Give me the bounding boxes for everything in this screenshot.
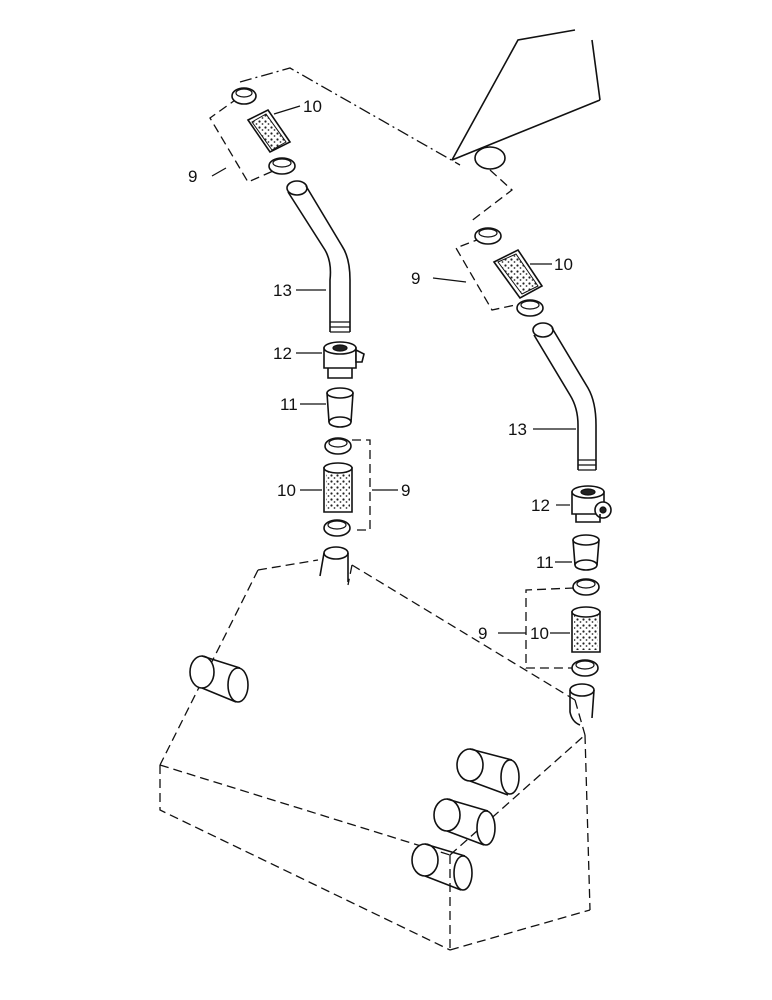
nipple-right-11 xyxy=(572,534,600,571)
bent-pipe-right xyxy=(532,322,597,471)
filter-right xyxy=(571,606,601,653)
callout-9-left: 9 xyxy=(401,481,410,500)
hose-stub-left xyxy=(319,546,349,582)
fitting-right-12 xyxy=(571,485,612,523)
callout-10-left: 10 xyxy=(277,481,296,500)
callout-10-right: 10 xyxy=(530,624,549,643)
tank-port-right-3 xyxy=(411,843,473,891)
tank-port-right-2 xyxy=(433,798,496,846)
callout-11-left: 11 xyxy=(280,395,298,414)
filter-left-top xyxy=(246,108,292,154)
clamp-right-top-2 xyxy=(516,299,544,317)
clamp-left-1 xyxy=(324,437,352,455)
filter-left xyxy=(323,462,353,513)
upper-housing xyxy=(239,29,601,223)
callout-9-right-top: 9 xyxy=(411,269,420,288)
callout-10-left-top: 10 xyxy=(303,97,322,116)
callout-13-right: 13 xyxy=(508,420,527,439)
callout-9-right: 9 xyxy=(478,624,487,643)
clamp-right-2 xyxy=(571,659,599,677)
bent-pipe-left xyxy=(286,180,351,333)
lower-tank xyxy=(159,559,591,951)
clamp-left-top-2 xyxy=(268,157,296,175)
nipple-left-11 xyxy=(326,387,354,428)
callout-13-left: 13 xyxy=(273,281,292,300)
clamp-left-top-1 xyxy=(231,87,257,105)
clamp-right-top-1 xyxy=(474,227,502,245)
hose-stub-right xyxy=(569,683,595,726)
callout-12-left: 12 xyxy=(273,344,292,363)
callout-11-right: 11 xyxy=(536,553,554,572)
callout-10-right-top: 10 xyxy=(554,255,573,274)
tank-port-right-1 xyxy=(456,748,520,796)
clamp-left-2 xyxy=(323,519,351,537)
callout-9-left-top: 9 xyxy=(188,167,197,186)
filter-right-top xyxy=(492,248,544,300)
right-assembly xyxy=(455,227,612,726)
clamp-right-1 xyxy=(572,578,600,596)
leader-lines xyxy=(211,105,576,634)
callout-12-right: 12 xyxy=(531,496,550,515)
fitting-left-12 xyxy=(323,341,365,379)
tank-port-left xyxy=(189,655,249,703)
left-assembly xyxy=(209,87,371,582)
